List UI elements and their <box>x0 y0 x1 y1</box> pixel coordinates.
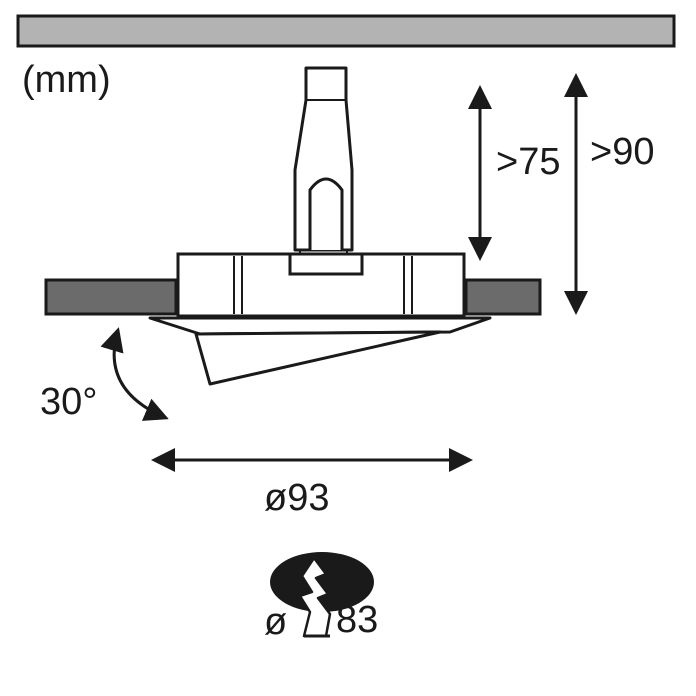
cutout-diameter-symbol: ø <box>264 601 287 643</box>
ceiling-slab <box>16 14 676 48</box>
cutout-diameter-value: 83 <box>336 599 378 641</box>
unit-label: (mm) <box>22 59 111 101</box>
outer-ring-left <box>44 278 178 316</box>
tilted-lamp-insert <box>148 316 492 386</box>
tilt-angle-arrow <box>100 327 169 421</box>
housing-body <box>176 252 466 318</box>
outer-ring-right <box>464 278 542 316</box>
total-height-label: >90 <box>590 131 654 173</box>
cutout-hole-saw-icon <box>270 552 374 638</box>
tilt-angle-label: 30° <box>40 381 97 423</box>
outer-diameter-label: ø93 <box>264 477 329 519</box>
spring-clip <box>293 66 354 262</box>
clip-height-label: >75 <box>496 141 560 183</box>
